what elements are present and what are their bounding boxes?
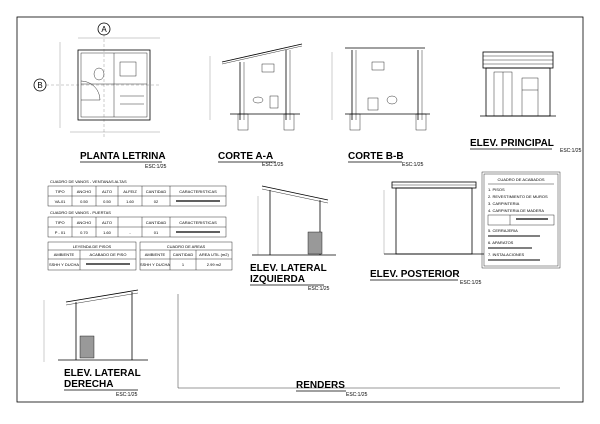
sheet-border [16,16,584,403]
vp-c-alfeiz: - [129,230,131,235]
lp-c-ambiente: SSHH Y DUCHA [49,262,79,267]
vp-h-ancho: ANCHO [77,220,91,225]
elev-lat-izq-title-1: ELEV. LATERAL [250,263,327,274]
elev-lat-izq-scale: ESC:1/25 [308,286,330,292]
vv-h-alto: ALTO [102,189,112,194]
acabados-item-6: 6. APARATOS [488,240,514,245]
vp-c-alto: 1.60 [103,230,112,235]
ca-h-cantidad: CANTIDAD [173,252,194,257]
elev-lateral-izquierda-view [252,185,336,256]
vv-h-caracteristicas: CARACTERISTICAS [179,189,217,194]
ca-h-area: AREA UTIL (m2) [199,252,229,257]
vp-h-caracteristicas: CARACTERISTICAS [179,220,217,225]
acabados-title: CUADRO DE ACABADOS [497,177,544,182]
vanos-puertas-title: CUADRO DE VANOS - PUERTAS [50,210,111,215]
elev-posterior-title: ELEV. POSTERIOR [370,269,460,280]
vanos-ventanas-title: CUADRO DE VANOS - VENTANAS ALTAS [50,179,127,184]
vv-h-alfeiz: ALFEIZ [123,189,137,194]
elev-posterior-view [383,181,484,255]
vanos-puertas-table: TIPO ANCHO ALTO CANTIDAD CARACTERISTICAS… [47,216,227,238]
acabados-item-2: 2. REVESTIMIENTO DE MUROS [488,194,548,199]
ca-title: CUADRO DE AREAS [167,244,206,249]
section-marker-a-label: A [101,25,107,34]
vv-c-ancho: 0.50 [80,199,89,204]
vv-h-tipo: TIPO [55,189,64,194]
corte-bb-title: CORTE B-B [348,151,404,162]
elev-posterior-scale: ESC:1/25 [460,280,482,286]
vv-h-cantidad: CANTIDAD [146,189,167,194]
planta-letrina-view: A B [33,22,160,138]
elev-lateral-derecha-view [43,289,148,362]
elev-principal-scale: ESC:1/25 [560,148,582,154]
elev-lat-der-title-2: DERECHA [64,379,113,390]
acabados-item-7: 7. INSTALACIONES [488,252,524,257]
corte-aa-view [209,43,303,131]
elev-principal-title: ELEV. PRINCIPAL [470,138,554,149]
acabados-item-4: 4. CARPINTERIA DE MADERA [488,208,544,213]
vv-c-alto: 0.50 [103,199,112,204]
vv-h-ancho: ANCHO [77,189,91,194]
ca-c-area: 2.99 m2 [207,262,222,267]
renders-scale: ESC:1/25 [346,392,368,398]
acabados-item-1: 1. PISOS [488,187,505,192]
acabados-item-5: 5. CERRAJERIA [488,228,518,233]
corte-bb-scale: ESC:1/25 [402,162,424,168]
vp-c-tipo: P - 01 [55,230,66,235]
planta-scale: ESC:1/25 [145,164,167,170]
lp-title: LEYENDA DE PISOS [73,244,112,249]
ca-h-ambiente: AMBIENTE [145,252,166,257]
lp-h-acabado: ACABADO DE PISO [90,252,127,257]
acabados-item-3: 3. CARPINTERIA [488,201,520,206]
elev-lat-der-scale: ESC:1/25 [116,392,138,398]
vv-c-alfeiz: 1.60 [126,199,135,204]
vp-h-tipo: TIPO [55,220,64,225]
cuadro-acabados-panel: CUADRO DE ACABADOS 1. PISOS 2. REVESTIMI… [481,171,561,269]
renders-frame [177,294,560,389]
vp-c-ancho: 0.70 [80,230,89,235]
section-marker-b [33,78,47,92]
elev-lat-izq-title-2: IZQUIERDA [250,274,305,285]
corte-aa-scale: ESC:1/25 [262,162,284,168]
ca-c-cantidad: 1 [182,262,185,267]
elev-lat-der-title-1: ELEV. LATERAL [64,368,141,379]
vv-c-tipo: VA-01 [55,199,67,204]
lp-h-ambiente: AMBIENTE [54,252,75,257]
vp-h-cantidad: CANTIDAD [146,220,167,225]
section-marker-b-label: B [37,81,42,90]
leyenda-pisos-table: LEYENDA DE PISOS AMBIENTE ACABADO DE PIS… [47,241,137,271]
section-marker-a [97,22,111,36]
vv-c-cantidad: 02 [154,199,159,204]
vp-h-alto: ALTO [102,220,112,225]
corte-aa-title: CORTE A-A [218,151,273,162]
corte-bb-view [331,47,430,131]
vanos-ventanas-table: TIPO ANCHO ALTO ALFEIZ CANTIDAD CARACTER… [47,185,227,207]
renders-title: RENDERS [296,380,345,391]
vp-c-cantidad: 01 [154,230,159,235]
planta-title: PLANTA LETRINA [80,151,166,162]
cuadro-areas-table: CUADRO DE AREAS AMBIENTE CANTIDAD AREA U… [139,241,233,271]
elev-principal-view [480,51,556,117]
ca-c-ambiente: SSHH Y DUCHA [140,262,170,267]
